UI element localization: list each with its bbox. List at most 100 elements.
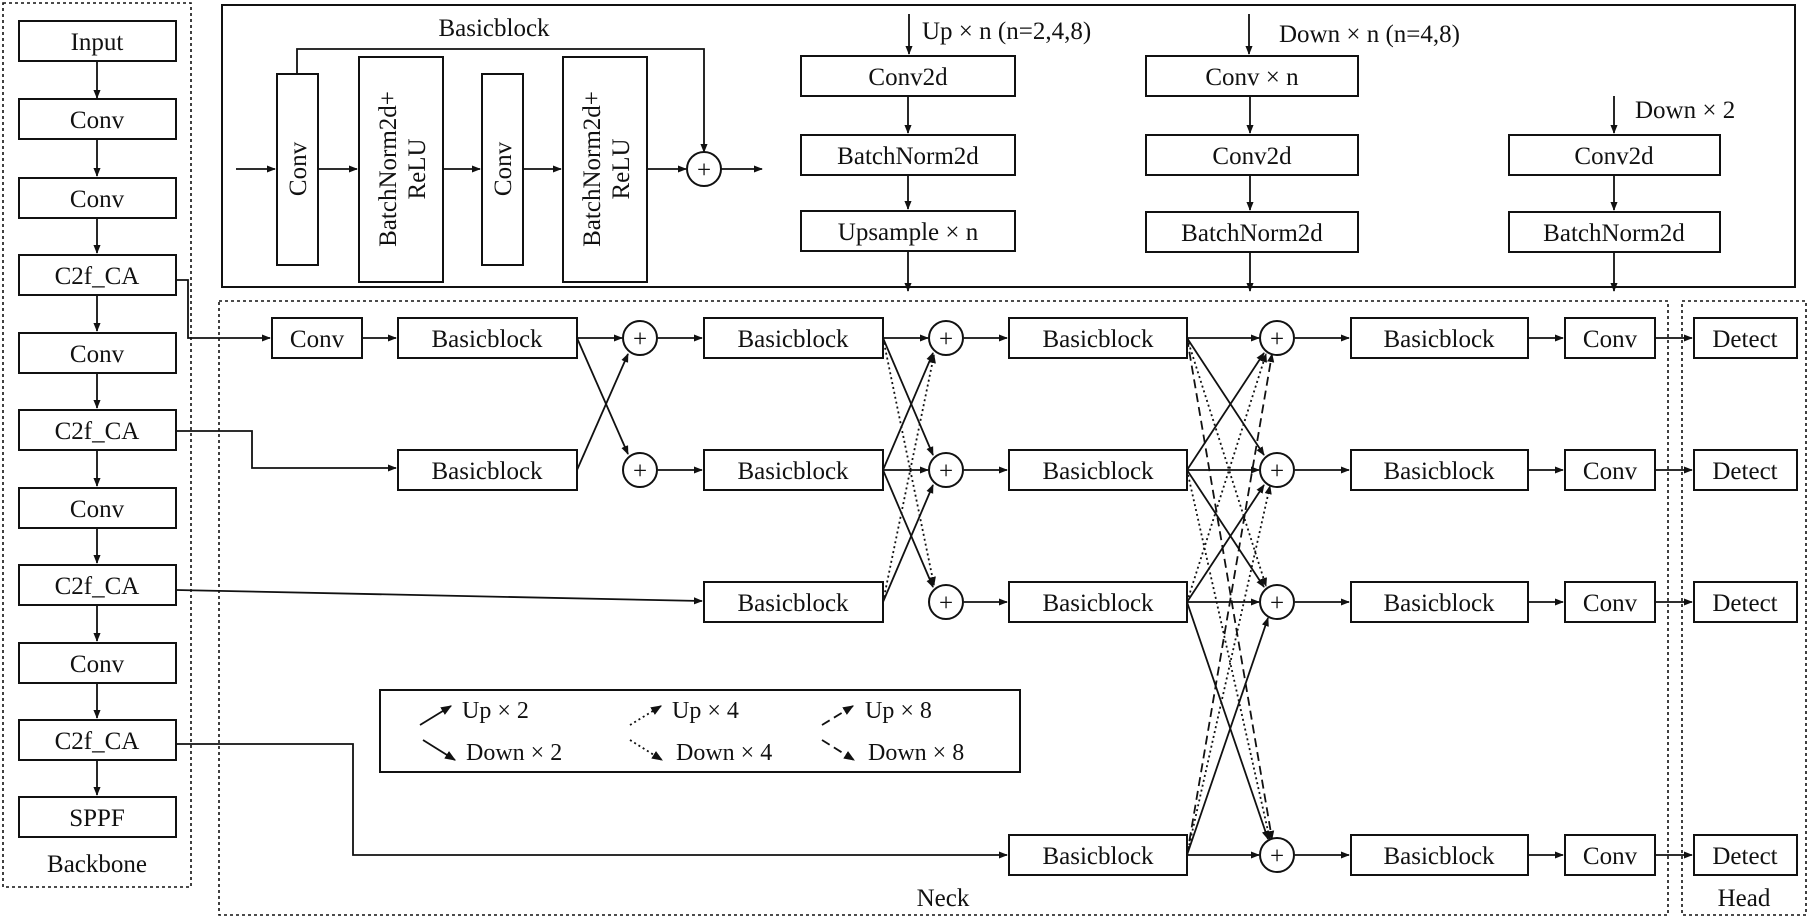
down2-module-title: Down × 2 — [1635, 97, 1735, 124]
up-batchnorm2d-label: BatchNorm2d — [837, 143, 979, 170]
down-module-title: Down × n (n=4,8) — [1279, 21, 1460, 48]
head-detect-r4 — [1693, 834, 1798, 876]
head-frame — [1681, 300, 1807, 916]
neck-add-s1-r2-sign: + — [633, 458, 647, 485]
bb-conv-2-box — [481, 73, 524, 266]
legend-down2-arrow — [422, 739, 456, 761]
up-conv2d-label: Conv2d — [868, 64, 948, 91]
neck-block-s2-r3-label: Basicblock — [737, 590, 849, 617]
neck-add-s2-r3 — [928, 584, 964, 620]
backbone-conv-3-label: Conv — [70, 341, 125, 368]
head-detect-r1-label: Detect — [1712, 326, 1777, 353]
legend-up4-arrow — [629, 705, 662, 726]
neck-block-s3-r4 — [1008, 834, 1188, 876]
down2-module-detail: Down × 2 Conv2d BatchNorm2d — [1508, 96, 1735, 292]
neck-block-s2-r2-label: Basicblock — [737, 458, 849, 485]
legend-down4-label: Down × 4 — [676, 740, 772, 766]
bb-bn-relu-1-line1: BatchNorm2d+ — [375, 91, 402, 247]
down-batchnorm2d-box — [1145, 211, 1359, 253]
head-detect-r3-label: Detect — [1712, 590, 1777, 617]
neck-block-s4-r4 — [1350, 834, 1529, 876]
legend: Up × 2 Up × 4 Up × 8 Down × 2 Down × 4 D… — [379, 689, 1021, 773]
backbone-conv-5-label: Conv — [70, 651, 125, 678]
bb-bn-relu-2-line2: ReLU — [608, 138, 635, 199]
legend-down4-arrow — [629, 739, 663, 761]
neck-out-conv-r4 — [1564, 834, 1656, 876]
neck-block-s4-r1-label: Basicblock — [1383, 326, 1495, 353]
bb-bn-relu-1-box — [358, 56, 444, 283]
backbone-sppf-box — [18, 796, 177, 838]
down2-batchnorm2d-label: BatchNorm2d — [1543, 220, 1685, 247]
backbone-section-label: Backbone — [47, 851, 147, 878]
neck-block-s1-r1 — [397, 317, 578, 359]
backbone-conv-4-box — [18, 487, 177, 529]
bb-bn-relu-1-line2: ReLU — [404, 138, 431, 199]
neck-add-s3-r3-sign: + — [1270, 590, 1284, 617]
legend-up2-arrow — [419, 705, 452, 726]
down2-conv2d-box — [1508, 134, 1721, 176]
neck-add-s2-r3-sign: + — [939, 590, 953, 617]
head-section-label: Head — [1718, 885, 1771, 912]
neck-block-s2-r1-label: Basicblock — [737, 326, 849, 353]
neck-block-s1-r2 — [397, 449, 578, 491]
neck-frame — [218, 300, 1669, 916]
neck-block-s3-r2 — [1008, 449, 1188, 491]
backbone-frame — [2, 2, 192, 888]
backbone-input-box — [18, 20, 177, 62]
legend-down8-arrow — [821, 739, 855, 761]
head-detect-r1 — [1693, 317, 1798, 359]
neck-add-s2-r1 — [928, 320, 964, 356]
down-conv2d-box — [1145, 134, 1359, 176]
backbone-neck-links — [175, 279, 1008, 859]
neck-add-s3-r1 — [1259, 320, 1295, 356]
neck-block-s3-r2-label: Basicblock — [1042, 458, 1154, 485]
legend-up4-label: Up × 4 — [672, 698, 739, 724]
backbone-input-label: Input — [71, 29, 124, 56]
basicblock-title: Basicblock — [438, 15, 550, 42]
backbone-conv-2-label: Conv — [70, 186, 125, 213]
neck-block-s2-r2 — [703, 449, 884, 491]
neck: Conv Basicblock Basicblock Basicblock Ba… — [271, 317, 1656, 912]
down-conv2d-label: Conv2d — [1212, 143, 1292, 170]
neck-add-s3-r3 — [1259, 584, 1295, 620]
backbone-c2f-ca-2-label: C2f_CA — [55, 418, 140, 445]
neck-block-s4-r4-label: Basicblock — [1383, 843, 1495, 870]
neck-out-conv-r1 — [1564, 317, 1656, 359]
down-batchnorm2d-label: BatchNorm2d — [1181, 220, 1323, 247]
neck-add-s1-r1 — [622, 320, 658, 356]
neck-block-s4-r2-label: Basicblock — [1383, 458, 1495, 485]
head-detect-r2-label: Detect — [1712, 458, 1777, 485]
neck-block-s2-r1 — [703, 317, 884, 359]
neck-add-s1-r1-sign: + — [633, 326, 647, 353]
backbone-c2f-ca-1-box — [18, 254, 177, 296]
neck-out-conv-r4-label: Conv — [1583, 843, 1638, 870]
bb-conv-1-box — [276, 73, 319, 266]
legend-box — [379, 689, 1021, 773]
neck-out-conv-r2-label: Conv — [1583, 458, 1638, 485]
neck-connections — [362, 334, 1693, 859]
neck-block-s3-r3-label: Basicblock — [1042, 590, 1154, 617]
backbone-c2f-ca-3-box — [18, 564, 177, 606]
neck-block-s3-r1 — [1008, 317, 1188, 359]
neck-add-s1-r2 — [622, 452, 658, 488]
neck-block-s2-r3 — [703, 581, 884, 623]
neck-block-s1-r2-label: Basicblock — [431, 458, 543, 485]
neck-add-s3-r4-sign: + — [1270, 843, 1284, 870]
backbone-conv-4-label: Conv — [70, 496, 125, 523]
neck-block-s3-r4-label: Basicblock — [1042, 843, 1154, 870]
backbone-c2f-ca-4-label: C2f_CA — [55, 728, 140, 755]
bb-conv-1-label: Conv — [285, 141, 312, 196]
neck-block-s4-r3-label: Basicblock — [1383, 590, 1495, 617]
basicblock-detail: Basicblock Conv BatchNorm2d+ ReLU Conv B… — [236, 15, 763, 283]
bb-conv-2-label: Conv — [490, 141, 517, 196]
up-module-detail: Up × n (n=2,4,8) Conv2d BatchNorm2d Upsa… — [800, 14, 1091, 292]
neck-block-s4-r2 — [1350, 449, 1529, 491]
neck-add-s3-r4 — [1259, 837, 1295, 873]
backbone-c2f-ca-1-label: C2f_CA — [55, 263, 140, 290]
neck-section-label: Neck — [917, 885, 970, 912]
neck-block-s3-r3 — [1008, 581, 1188, 623]
backbone-conv-1-box — [18, 98, 177, 140]
neck-add-s2-r2 — [928, 452, 964, 488]
backbone-c2f-ca-3-label: C2f_CA — [55, 573, 140, 600]
legend-down2-label: Down × 2 — [466, 740, 562, 766]
